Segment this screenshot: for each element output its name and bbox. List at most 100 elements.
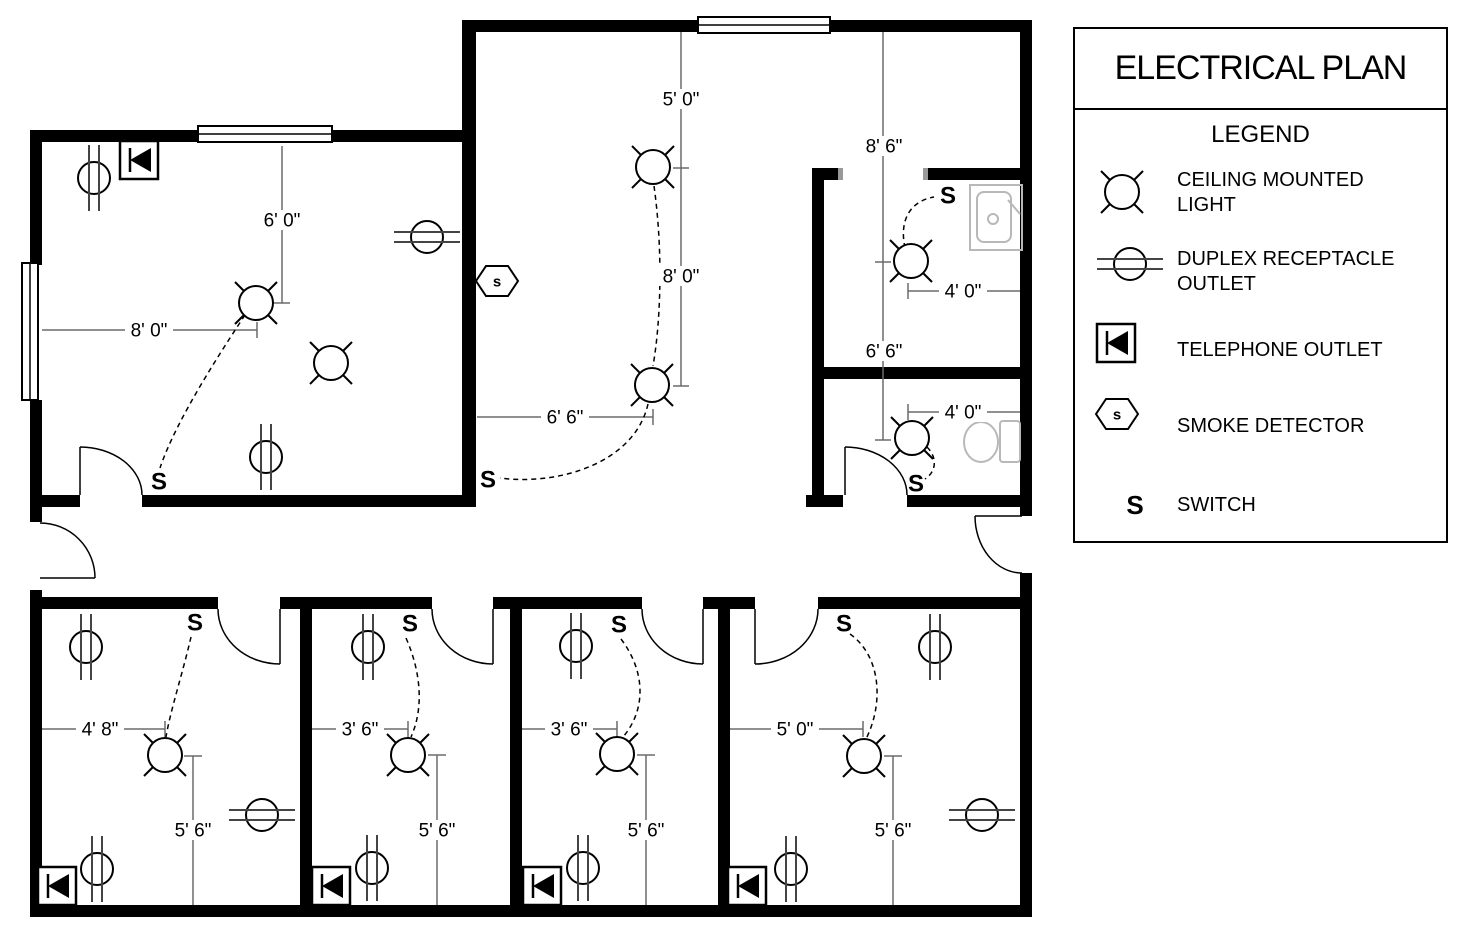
- dimension-label: 6' 6": [860, 341, 908, 363]
- ceiling-light: [890, 416, 934, 460]
- smoke-detector: s: [475, 265, 519, 297]
- legend-item-label: SMOKE DETECTOR: [1177, 414, 1365, 437]
- duplex-receptacle: [351, 613, 385, 681]
- switch-icon: S: [1126, 489, 1144, 520]
- ceiling-light: [630, 363, 674, 407]
- dimension-label: 6' 6": [541, 407, 589, 429]
- legend-item-telephone-outlet: TELEPHONE OUTLET: [1093, 320, 1433, 380]
- dimension-label: 4' 0": [939, 402, 987, 424]
- svg-text:6' 0": 6' 0": [264, 211, 301, 232]
- walls: [30, 20, 1032, 917]
- ceiling-light: [889, 239, 933, 283]
- switch-leg-mid-lights: [652, 185, 661, 367]
- smoke-detector-icon: s: [1095, 398, 1139, 430]
- svg-text:4' 0": 4' 0": [945, 282, 982, 303]
- ceiling-light: [386, 733, 430, 777]
- svg-text:5' 6": 5' 6": [628, 821, 665, 842]
- telephone-outlet: [726, 865, 768, 907]
- duplex-receptacle: [77, 144, 111, 212]
- duplex-receptacle: [918, 613, 952, 681]
- smoke-detector-glyph: s: [493, 274, 501, 291]
- door-room1: [217, 608, 281, 665]
- telephone-outlet: [118, 139, 160, 181]
- svg-text:8' 6": 8' 6": [866, 137, 903, 158]
- switch: S: [187, 610, 203, 637]
- legend-item-label: SWITCH: [1177, 493, 1256, 516]
- dimension-label: 6' 0": [258, 210, 306, 232]
- svg-text:5' 0": 5' 0": [663, 90, 700, 111]
- telephone-outlet: [521, 865, 563, 907]
- svg-text:5' 0": 5' 0": [777, 720, 814, 741]
- dimension-label: 5' 0": [657, 89, 705, 111]
- toilet: [963, 420, 1021, 463]
- duplex-receptacle: [948, 798, 1016, 832]
- ceiling-light: [234, 281, 278, 325]
- svg-text:s: s: [1113, 407, 1121, 424]
- telephone-outlet: [36, 865, 78, 907]
- telephone-outlets: [36, 139, 768, 907]
- window-middle-room: [697, 16, 831, 34]
- ceiling-light: [143, 733, 187, 777]
- door-corridor-right: [974, 515, 1023, 574]
- svg-text:6' 6": 6' 6": [866, 342, 903, 363]
- dimension-label: 4' 8": [76, 719, 124, 741]
- switch: S: [836, 611, 852, 638]
- door-room4: [754, 608, 819, 665]
- dimension-label: 8' 6": [860, 136, 908, 158]
- svg-text:3' 6": 3' 6": [551, 720, 588, 741]
- dimension-label: 5' 6": [622, 820, 670, 842]
- page-title: ELECTRICAL PLAN: [1075, 29, 1446, 110]
- door-room3: [641, 608, 704, 665]
- doors: [39, 446, 1023, 665]
- dimension-label: 5' 0": [771, 719, 819, 741]
- svg-text:3' 6": 3' 6": [342, 720, 379, 741]
- dimension-label: 8' 0": [125, 320, 173, 342]
- switch: S: [940, 183, 956, 210]
- door-room2: [431, 608, 494, 665]
- ceiling-light: [631, 145, 675, 189]
- legend-item-switch: S SWITCH: [1093, 475, 1433, 535]
- dimension-labels: 6' 0" 8' 0" 5' 0" 8' 0" 6' 6" 8' 6" 6' 6…: [76, 89, 987, 842]
- switch-leg-room3: [620, 638, 641, 738]
- switch-legs: [159, 185, 935, 740]
- duplex-receptacle: [774, 835, 808, 903]
- legend-heading: LEGEND: [1211, 121, 1310, 148]
- switch-leg-room2: [405, 637, 420, 738]
- switch-leg-room-tl: [159, 314, 246, 469]
- dimension-label: 3' 6": [545, 719, 593, 741]
- telephone-outlet-icon: [1095, 322, 1137, 364]
- svg-text:5' 6": 5' 6": [175, 821, 212, 842]
- telephone-outlet: [310, 865, 352, 907]
- switch-leg-bath-lower: [924, 446, 935, 480]
- svg-text:4' 8": 4' 8": [82, 720, 119, 741]
- ceiling-light-icon: [1100, 170, 1144, 214]
- switch-leg-room-mid: [499, 403, 649, 481]
- duplex-receptacle: [69, 613, 103, 681]
- svg-text:4' 0": 4' 0": [945, 403, 982, 424]
- dimension-label: 3' 6": [336, 719, 384, 741]
- duplex-receptacles: [69, 144, 1016, 903]
- legend-item-label: TELEPHONE OUTLET: [1177, 338, 1383, 361]
- svg-text:6' 6": 6' 6": [547, 408, 584, 429]
- legend-item-smoke-detector: s SMOKE DETECTOR: [1093, 396, 1433, 456]
- switch-leg-bath-upper: [902, 196, 935, 249]
- switch-leg-room1: [165, 636, 192, 738]
- ceiling-light: [309, 341, 353, 385]
- dimension-label: 8' 0": [657, 266, 705, 288]
- dimension-label: 5' 6": [869, 820, 917, 842]
- door-top-left-room: [79, 446, 143, 496]
- svg-text:5' 6": 5' 6": [875, 821, 912, 842]
- switch-labels: S S S S S S S S: [151, 183, 956, 639]
- switch: S: [908, 471, 924, 498]
- door-bathroom-lower: [844, 446, 908, 496]
- ceiling-light: [595, 732, 639, 776]
- door-corridor-left: [39, 522, 96, 579]
- svg-text:8' 0": 8' 0": [131, 321, 168, 342]
- dimension-lines: [42, 32, 1020, 905]
